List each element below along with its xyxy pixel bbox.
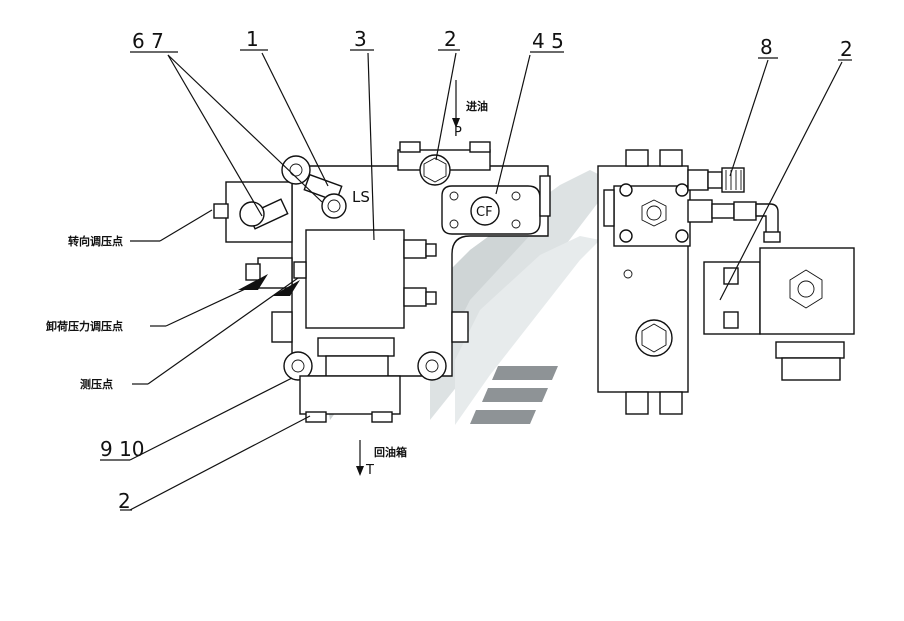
callout-9-10: 9 10 <box>100 437 145 461</box>
callout-2-right: 2 <box>840 37 853 61</box>
port-cf-label: CF <box>476 205 493 220</box>
callout-3: 3 <box>354 27 367 51</box>
note-measure-point: 测压点 <box>80 377 113 391</box>
main-valve-side-view <box>597 149 855 415</box>
callout-1: 1 <box>246 27 259 51</box>
leader-lines <box>100 49 852 511</box>
port-ls-label: LS <box>352 188 370 206</box>
callout-2-top: 2 <box>444 27 457 51</box>
callout-8: 8 <box>760 35 773 59</box>
callout-2-bottom: 2 <box>118 489 131 513</box>
callout-6-7: 6 7 <box>132 29 164 53</box>
main-valve-front-view <box>213 141 551 423</box>
port-t-note: 回油箱 <box>374 445 407 459</box>
note-unload-pressure: 卸荷压力调压点 <box>46 319 123 333</box>
callout-4-5: 4 5 <box>532 29 564 53</box>
port-t-label: T <box>365 463 374 478</box>
note-steering-pressure: 转向调压点 <box>68 234 123 248</box>
port-p-label: P <box>454 125 462 140</box>
port-p-note: 进油 <box>466 99 488 113</box>
